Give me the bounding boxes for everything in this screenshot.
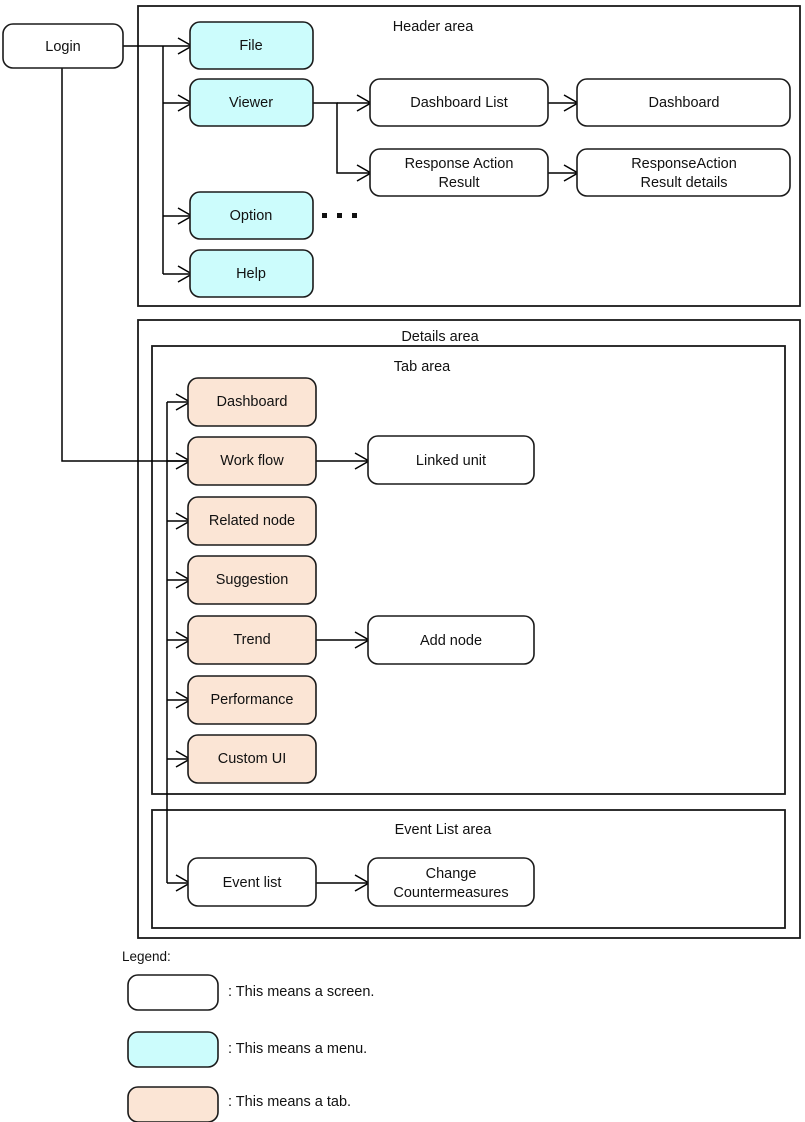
node-tab-custom-ui[interactable]: Custom UI (187, 734, 317, 784)
details-area-frame (137, 319, 801, 939)
connectors (61, 37, 580, 892)
menu-option-label: Option (230, 208, 273, 224)
menu-viewer-box[interactable] (189, 78, 314, 127)
tab-work-flow-box[interactable] (187, 436, 317, 486)
conn-login-down-bus (61, 68, 188, 462)
dashboard-list-box[interactable] (369, 78, 549, 127)
legend-swatch-tab (127, 1086, 219, 1122)
change-countermeasures-box[interactable] (367, 857, 535, 907)
login-label: Login (45, 39, 80, 55)
details-area-label: Details area (401, 329, 479, 345)
menu-help-box[interactable] (189, 249, 314, 298)
tab-related-node-box[interactable] (187, 496, 317, 546)
linked-unit-box[interactable] (367, 435, 535, 485)
tab-custom-ui-label: Custom UI (218, 751, 287, 767)
response-action-result-details-box[interactable] (576, 148, 791, 197)
tab-suggestion-box[interactable] (187, 555, 317, 605)
dashboard-box[interactable] (576, 78, 791, 127)
linked-unit-label: Linked unit (416, 453, 486, 469)
legend: Legend: : This means a screen. : This me… (122, 949, 374, 1122)
node-menu-option[interactable]: Option (189, 191, 314, 240)
node-dashboard-list[interactable]: Dashboard List (369, 78, 549, 127)
legend-text-screen: : This means a screen. (228, 984, 374, 1000)
event-list-label: Event list (223, 875, 282, 891)
header-area-group: Header area (137, 5, 801, 307)
dashboard-list-label: Dashboard List (410, 95, 508, 111)
node-tab-suggestion[interactable]: Suggestion (187, 555, 317, 605)
legend-text-menu: : This means a menu. (228, 1041, 367, 1057)
node-response-action-result-details[interactable]: ResponseAction Result details (576, 148, 791, 197)
menu-option-box[interactable] (189, 191, 314, 240)
tab-custom-ui-box[interactable] (187, 734, 317, 784)
node-menu-help[interactable]: Help (189, 249, 314, 298)
tab-area-label: Tab area (394, 359, 451, 375)
tab-work-flow-label: Work flow (220, 453, 284, 469)
response-action-result-label-line1: Response Action (405, 156, 514, 172)
menu-ellipsis-icon (322, 213, 357, 218)
dashboard-label: Dashboard (649, 95, 720, 111)
node-add-node[interactable]: Add node (367, 615, 535, 665)
node-change-countermeasures[interactable]: Change Countermeasures (367, 857, 535, 907)
response-action-result-details-label-line2: Result details (640, 175, 727, 191)
tab-performance-label: Performance (210, 692, 293, 708)
response-action-result-label-line2: Result (438, 175, 479, 191)
add-node-box[interactable] (367, 615, 535, 665)
node-tab-performance[interactable]: Performance (187, 675, 317, 725)
node-linked-unit[interactable]: Linked unit (367, 435, 535, 485)
legend-title: Legend: (122, 949, 171, 964)
tab-suggestion-label: Suggestion (216, 572, 289, 588)
menu-viewer-label: Viewer (229, 95, 273, 111)
menu-help-label: Help (236, 266, 266, 282)
legend-swatch-screen (127, 974, 219, 1011)
tab-trend-label: Trend (233, 632, 270, 648)
tab-related-node-label: Related node (209, 513, 295, 529)
node-menu-file[interactable]: File (189, 21, 314, 70)
response-action-result-box[interactable] (369, 148, 549, 197)
event-list-area-label: Event List area (395, 822, 493, 838)
change-countermeasures-label-line1: Change (426, 866, 477, 882)
ellipsis-dot-2 (337, 213, 342, 218)
node-response-action-result[interactable]: Response Action Result (369, 148, 549, 197)
legend-swatch-menu (127, 1031, 219, 1068)
node-tab-dashboard[interactable]: Dashboard (187, 377, 317, 427)
node-event-list[interactable]: Event list (187, 857, 317, 907)
event-list-area-frame (151, 809, 786, 929)
node-menu-viewer[interactable]: Viewer (189, 78, 314, 127)
legend-text-tab: : This means a tab. (228, 1094, 351, 1110)
tab-performance-box[interactable] (187, 675, 317, 725)
header-area-frame (137, 5, 801, 307)
tab-area-frame (151, 345, 786, 795)
menu-file-box[interactable] (189, 21, 314, 70)
tab-dashboard-label: Dashboard (217, 394, 288, 410)
details-area-group: Details area Tab area Event List area (137, 319, 801, 939)
header-area-label: Header area (393, 19, 475, 35)
node-tab-related-node[interactable]: Related node (187, 496, 317, 546)
tab-dashboard-box[interactable] (187, 377, 317, 427)
ellipsis-dot-3 (352, 213, 357, 218)
node-dashboard[interactable]: Dashboard (576, 78, 791, 127)
login-box[interactable] (2, 23, 124, 69)
conn-viewer-branch (313, 102, 370, 174)
node-tab-work-flow[interactable]: Work flow (187, 436, 317, 486)
tab-trend-box[interactable] (187, 615, 317, 665)
node-login[interactable]: Login (2, 23, 124, 69)
event-list-box[interactable] (187, 857, 317, 907)
add-node-label: Add node (420, 633, 482, 649)
menu-file-label: File (239, 38, 262, 54)
ellipsis-dot-1 (322, 213, 327, 218)
response-action-result-details-label-line1: ResponseAction (631, 156, 737, 172)
node-tab-trend[interactable]: Trend (187, 615, 317, 665)
change-countermeasures-label-line2: Countermeasures (393, 885, 508, 901)
